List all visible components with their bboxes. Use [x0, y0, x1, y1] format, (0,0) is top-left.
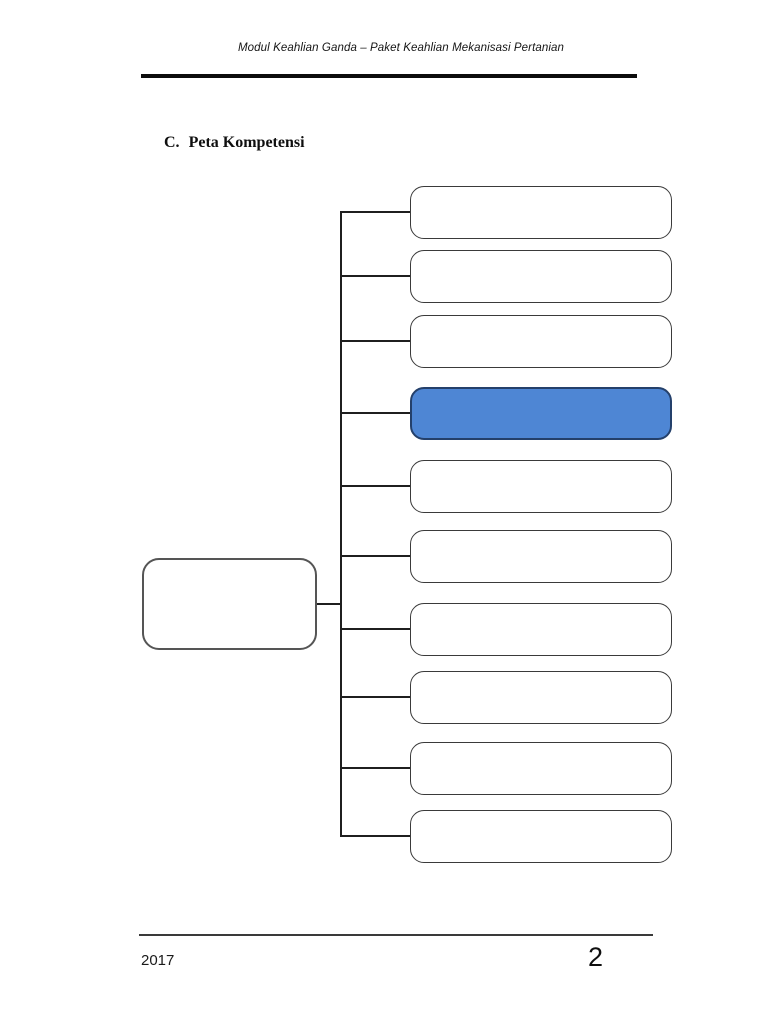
competency-box-7 [410, 603, 672, 656]
competency-box-5 [410, 460, 672, 513]
branch-line-9 [340, 767, 410, 769]
header-rule [141, 74, 637, 78]
root-box [142, 558, 317, 650]
footer-rule [139, 934, 653, 936]
branch-line-6 [340, 555, 410, 557]
competency-box-1 [410, 186, 672, 239]
branch-line-10 [340, 835, 410, 837]
branch-line-2 [340, 275, 410, 277]
branch-line-3 [340, 340, 410, 342]
section-heading: C. Peta Kompetensi [164, 134, 305, 152]
page-number: 2 [588, 942, 604, 972]
competency-box-2 [410, 250, 672, 303]
footer-year: 2017 [141, 952, 175, 969]
root-connector-line [315, 603, 341, 605]
header-title: Modul Keahlian Ganda – Paket Keahlian Me… [237, 42, 565, 54]
competency-box-10 [410, 810, 672, 863]
branch-line-4 [340, 412, 410, 414]
competency-box-8 [410, 671, 672, 724]
section-title: Peta Kompetensi [188, 134, 305, 151]
branch-line-8 [340, 696, 410, 698]
competency-box-6 [410, 530, 672, 583]
branch-line-5 [340, 485, 410, 487]
branch-line-1 [340, 211, 410, 213]
competency-box-9 [410, 742, 672, 795]
competency-box-3 [410, 315, 672, 368]
spine-line [340, 212, 342, 836]
competency-box-4 [410, 387, 672, 440]
branch-line-7 [340, 628, 410, 630]
section-number: C. [164, 134, 180, 151]
